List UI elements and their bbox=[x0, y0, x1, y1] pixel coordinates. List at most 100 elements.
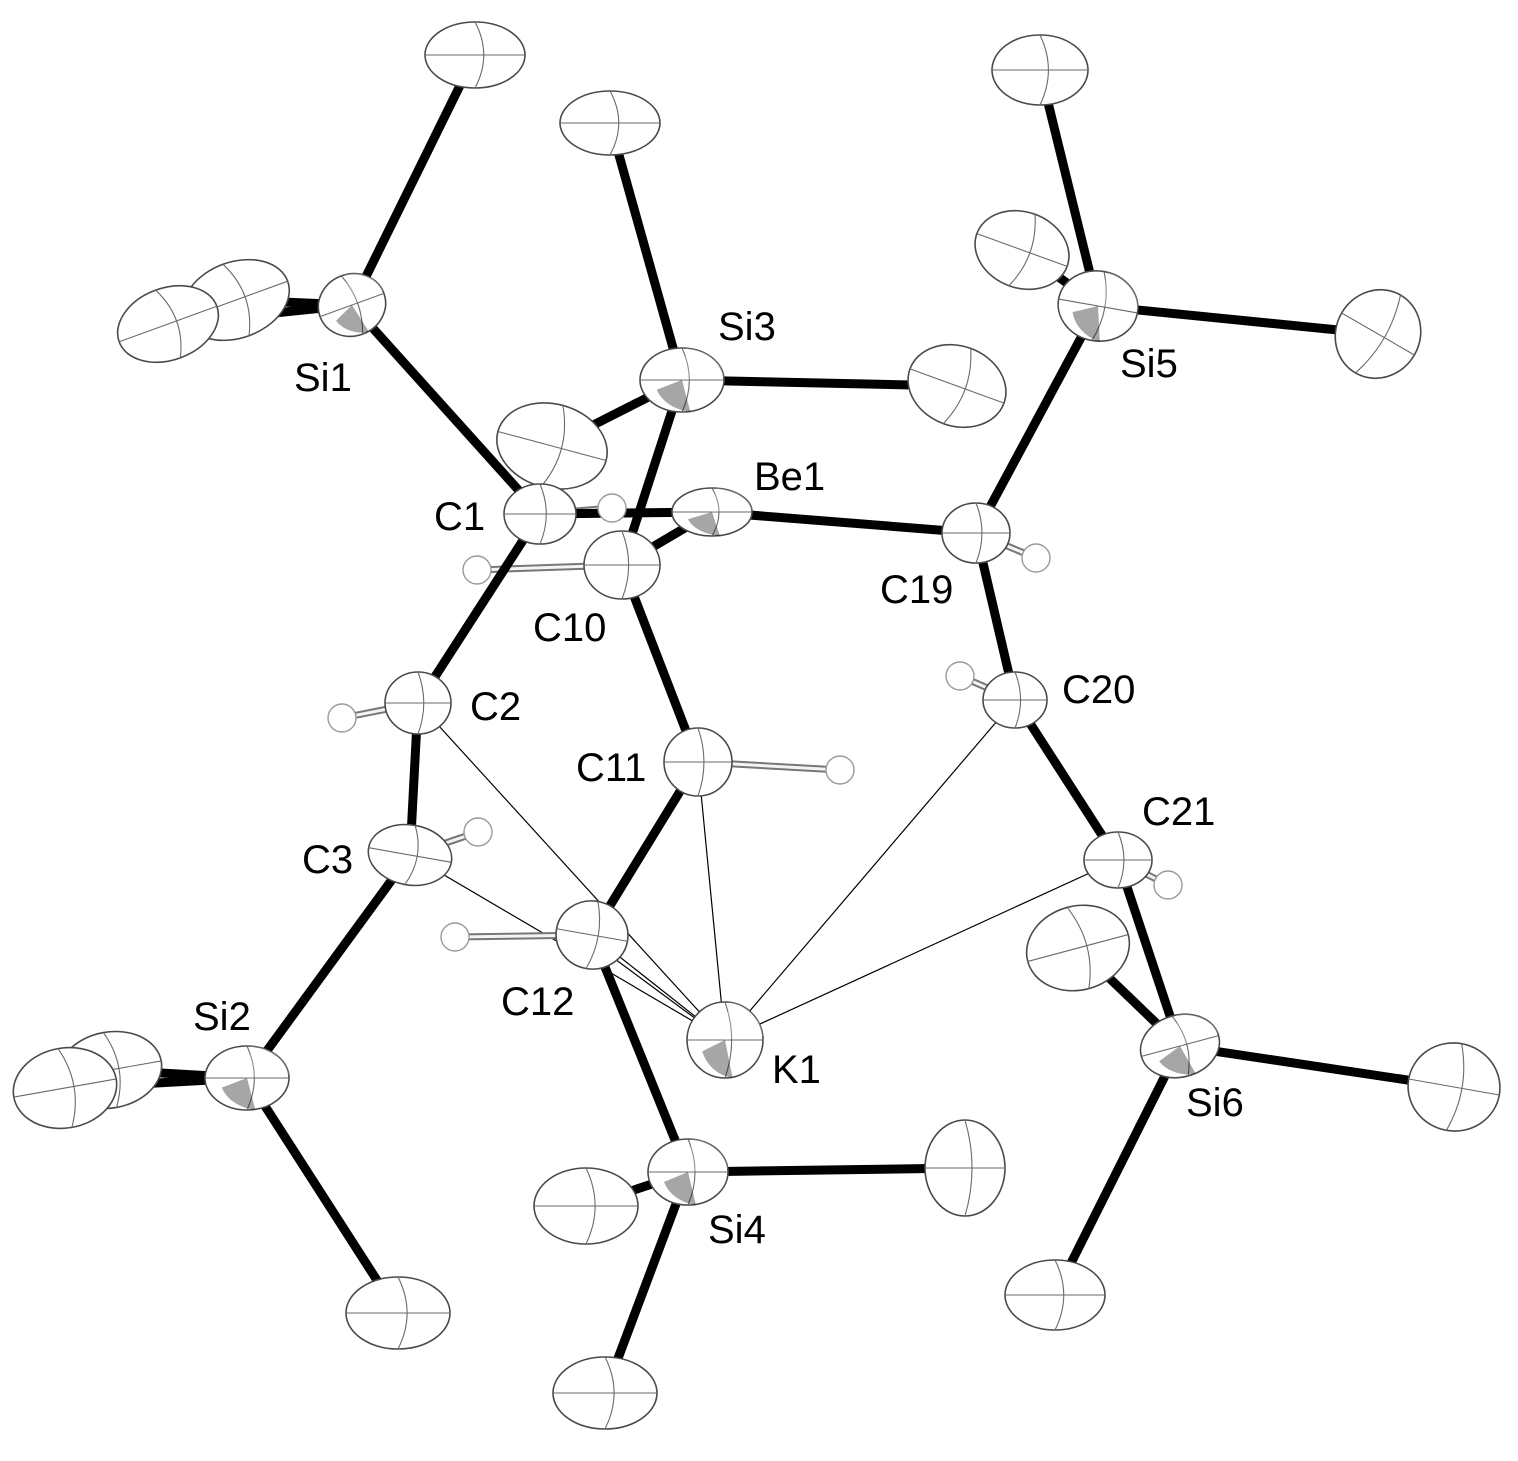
methyl-carbon-m14-axis-b bbox=[964, 1119, 973, 1217]
methyl-carbon-m6 bbox=[496, 402, 608, 490]
atom-c19 bbox=[941, 502, 1011, 564]
methyl-carbon-m12 bbox=[345, 1276, 451, 1350]
atom-c2 bbox=[384, 671, 452, 735]
atom-si4-octant-light bbox=[688, 1139, 728, 1172]
label-c19: C19 bbox=[880, 568, 953, 612]
atom-si2-octant-shade bbox=[221, 1078, 256, 1110]
label-c11: C11 bbox=[576, 746, 646, 790]
k1-c21-contact bbox=[724, 859, 1119, 1041]
bond-si1-c1 bbox=[348, 301, 544, 518]
atom-si3 bbox=[639, 347, 725, 413]
hydrogen-atom-c20 bbox=[945, 661, 975, 691]
label-c1: C1 bbox=[434, 495, 485, 539]
methyl-carbon-m7-axis-b bbox=[1039, 34, 1049, 106]
atom-c19-axis-b bbox=[975, 502, 983, 564]
bond-si5-c19 bbox=[972, 303, 1102, 536]
bond-be1-c19 bbox=[711, 507, 977, 538]
atom-si6-octant-light bbox=[1175, 1014, 1218, 1046]
label-si2: Si2 bbox=[193, 995, 251, 1039]
label-si1: Si1 bbox=[294, 356, 352, 400]
methyl-carbon-m1-axis-b bbox=[474, 21, 485, 89]
methyl-carbon-m3-axis-a bbox=[118, 305, 218, 343]
methyl-carbon-m9 bbox=[1334, 288, 1422, 380]
atom-si3-octant-light bbox=[682, 348, 724, 380]
methyl-carbon-m4-axis-b bbox=[609, 90, 620, 156]
atom-c2-axis-b bbox=[417, 671, 425, 735]
atom-k1 bbox=[686, 1001, 764, 1079]
atom-si6-axis-b bbox=[1171, 1015, 1190, 1077]
atom-si4 bbox=[647, 1138, 729, 1206]
label-c21: C21 bbox=[1142, 790, 1215, 834]
atom-si4-octant-shade bbox=[664, 1172, 696, 1205]
atom-si5 bbox=[1057, 270, 1139, 342]
bond-si3-m4 bbox=[605, 121, 687, 382]
atom-si5-axis-b bbox=[1091, 271, 1107, 341]
methyl-carbon-m6-axis-a bbox=[497, 430, 607, 462]
atom-c3 bbox=[367, 823, 453, 887]
methyl-carbon-m12-axis-b bbox=[397, 1276, 408, 1350]
atom-si2-axis-b bbox=[246, 1045, 255, 1111]
atom-k1-axis-b bbox=[724, 1001, 733, 1079]
atoms bbox=[12, 21, 1501, 1430]
label-be1: Be1 bbox=[754, 455, 825, 499]
atom-k1-octant-shade bbox=[702, 1040, 733, 1078]
methyl-carbon-m5-axis-b bbox=[942, 348, 972, 424]
methyl-carbon-m11 bbox=[12, 1046, 118, 1130]
label-c12: C12 bbox=[501, 980, 574, 1024]
methyl-carbon-m10-axis-b bbox=[102, 1032, 121, 1108]
methyl-carbon-m6-axis-b bbox=[540, 405, 566, 487]
methyl-carbon-m13 bbox=[533, 1167, 639, 1245]
hydrogen-atom-c3 bbox=[463, 817, 493, 847]
atom-si1-axis-b bbox=[340, 275, 364, 335]
k1-c20-contact bbox=[724, 699, 1016, 1041]
methyl-carbon-m7 bbox=[991, 34, 1089, 106]
methyl-carbon-m18 bbox=[1407, 1042, 1501, 1132]
label-si6: Si6 bbox=[1186, 1081, 1244, 1125]
bond-si4-c12 bbox=[587, 933, 693, 1174]
atom-c12 bbox=[555, 900, 629, 970]
bond-si2-c3 bbox=[243, 852, 414, 1081]
methyl-carbon-m3 bbox=[116, 284, 220, 364]
atom-be1-octant-shade bbox=[688, 512, 720, 536]
k-contacts bbox=[409, 699, 1119, 1041]
atom-si4-axis-b bbox=[687, 1138, 696, 1206]
label-si4: Si4 bbox=[708, 1208, 766, 1252]
hydrogen-atom-c1 bbox=[597, 493, 627, 523]
hydrogen-atom-c12 bbox=[440, 922, 470, 952]
label-c3: C3 bbox=[302, 838, 353, 882]
methyl-carbon-m16 bbox=[1025, 904, 1131, 992]
hydrogen-atom-c2 bbox=[327, 703, 357, 733]
methyl-carbon-m3-axis-b bbox=[155, 289, 182, 358]
methyl-carbon-m1 bbox=[424, 21, 526, 89]
bond-si1-m1 bbox=[347, 53, 480, 307]
atom-c11 bbox=[663, 727, 733, 797]
methyl-carbon-m15-axis-b bbox=[604, 1356, 615, 1430]
atom-si5-axis-a bbox=[1058, 298, 1138, 314]
label-k1: K1 bbox=[772, 1048, 821, 1092]
atom-si6 bbox=[1139, 1013, 1221, 1079]
atom-si6-axis-a bbox=[1141, 1035, 1219, 1057]
methyl-carbon-m8-axis-a bbox=[976, 233, 1068, 267]
methyl-carbon-m4 bbox=[559, 90, 661, 156]
bond-si4-m15 bbox=[600, 1170, 693, 1395]
methyl-carbon-m5 bbox=[907, 343, 1007, 429]
hydrogen-atom-c10 bbox=[462, 555, 492, 585]
label-c10: C10 bbox=[533, 606, 606, 650]
atom-be1 bbox=[671, 487, 753, 537]
atom-c12-axis-b bbox=[585, 901, 601, 969]
atom-c3-axis-a bbox=[368, 847, 452, 863]
atom-si5-octant-light bbox=[1098, 272, 1139, 310]
methyl-carbon-m16-axis-b bbox=[1066, 907, 1091, 989]
atom-si1-axis-a bbox=[319, 292, 385, 318]
label-c2: C2 bbox=[470, 685, 521, 729]
atom-c1 bbox=[503, 483, 577, 545]
hydrogen-atom-c19 bbox=[1021, 543, 1051, 573]
methyl-carbon-m18-axis-a bbox=[1408, 1078, 1500, 1096]
atom-labels: Si1 Si2 Si3 Si4 Si5 Si6 Be1 K1 C1 C2 C3 … bbox=[193, 305, 1244, 1252]
bond-si2-m12 bbox=[243, 1075, 402, 1316]
label-c20: C20 bbox=[1062, 668, 1135, 712]
methyl-carbon-m9-axis-b bbox=[1355, 294, 1402, 374]
atom-c12-axis-a bbox=[556, 928, 628, 942]
methyl-carbon-m11-axis-a bbox=[13, 1078, 117, 1098]
